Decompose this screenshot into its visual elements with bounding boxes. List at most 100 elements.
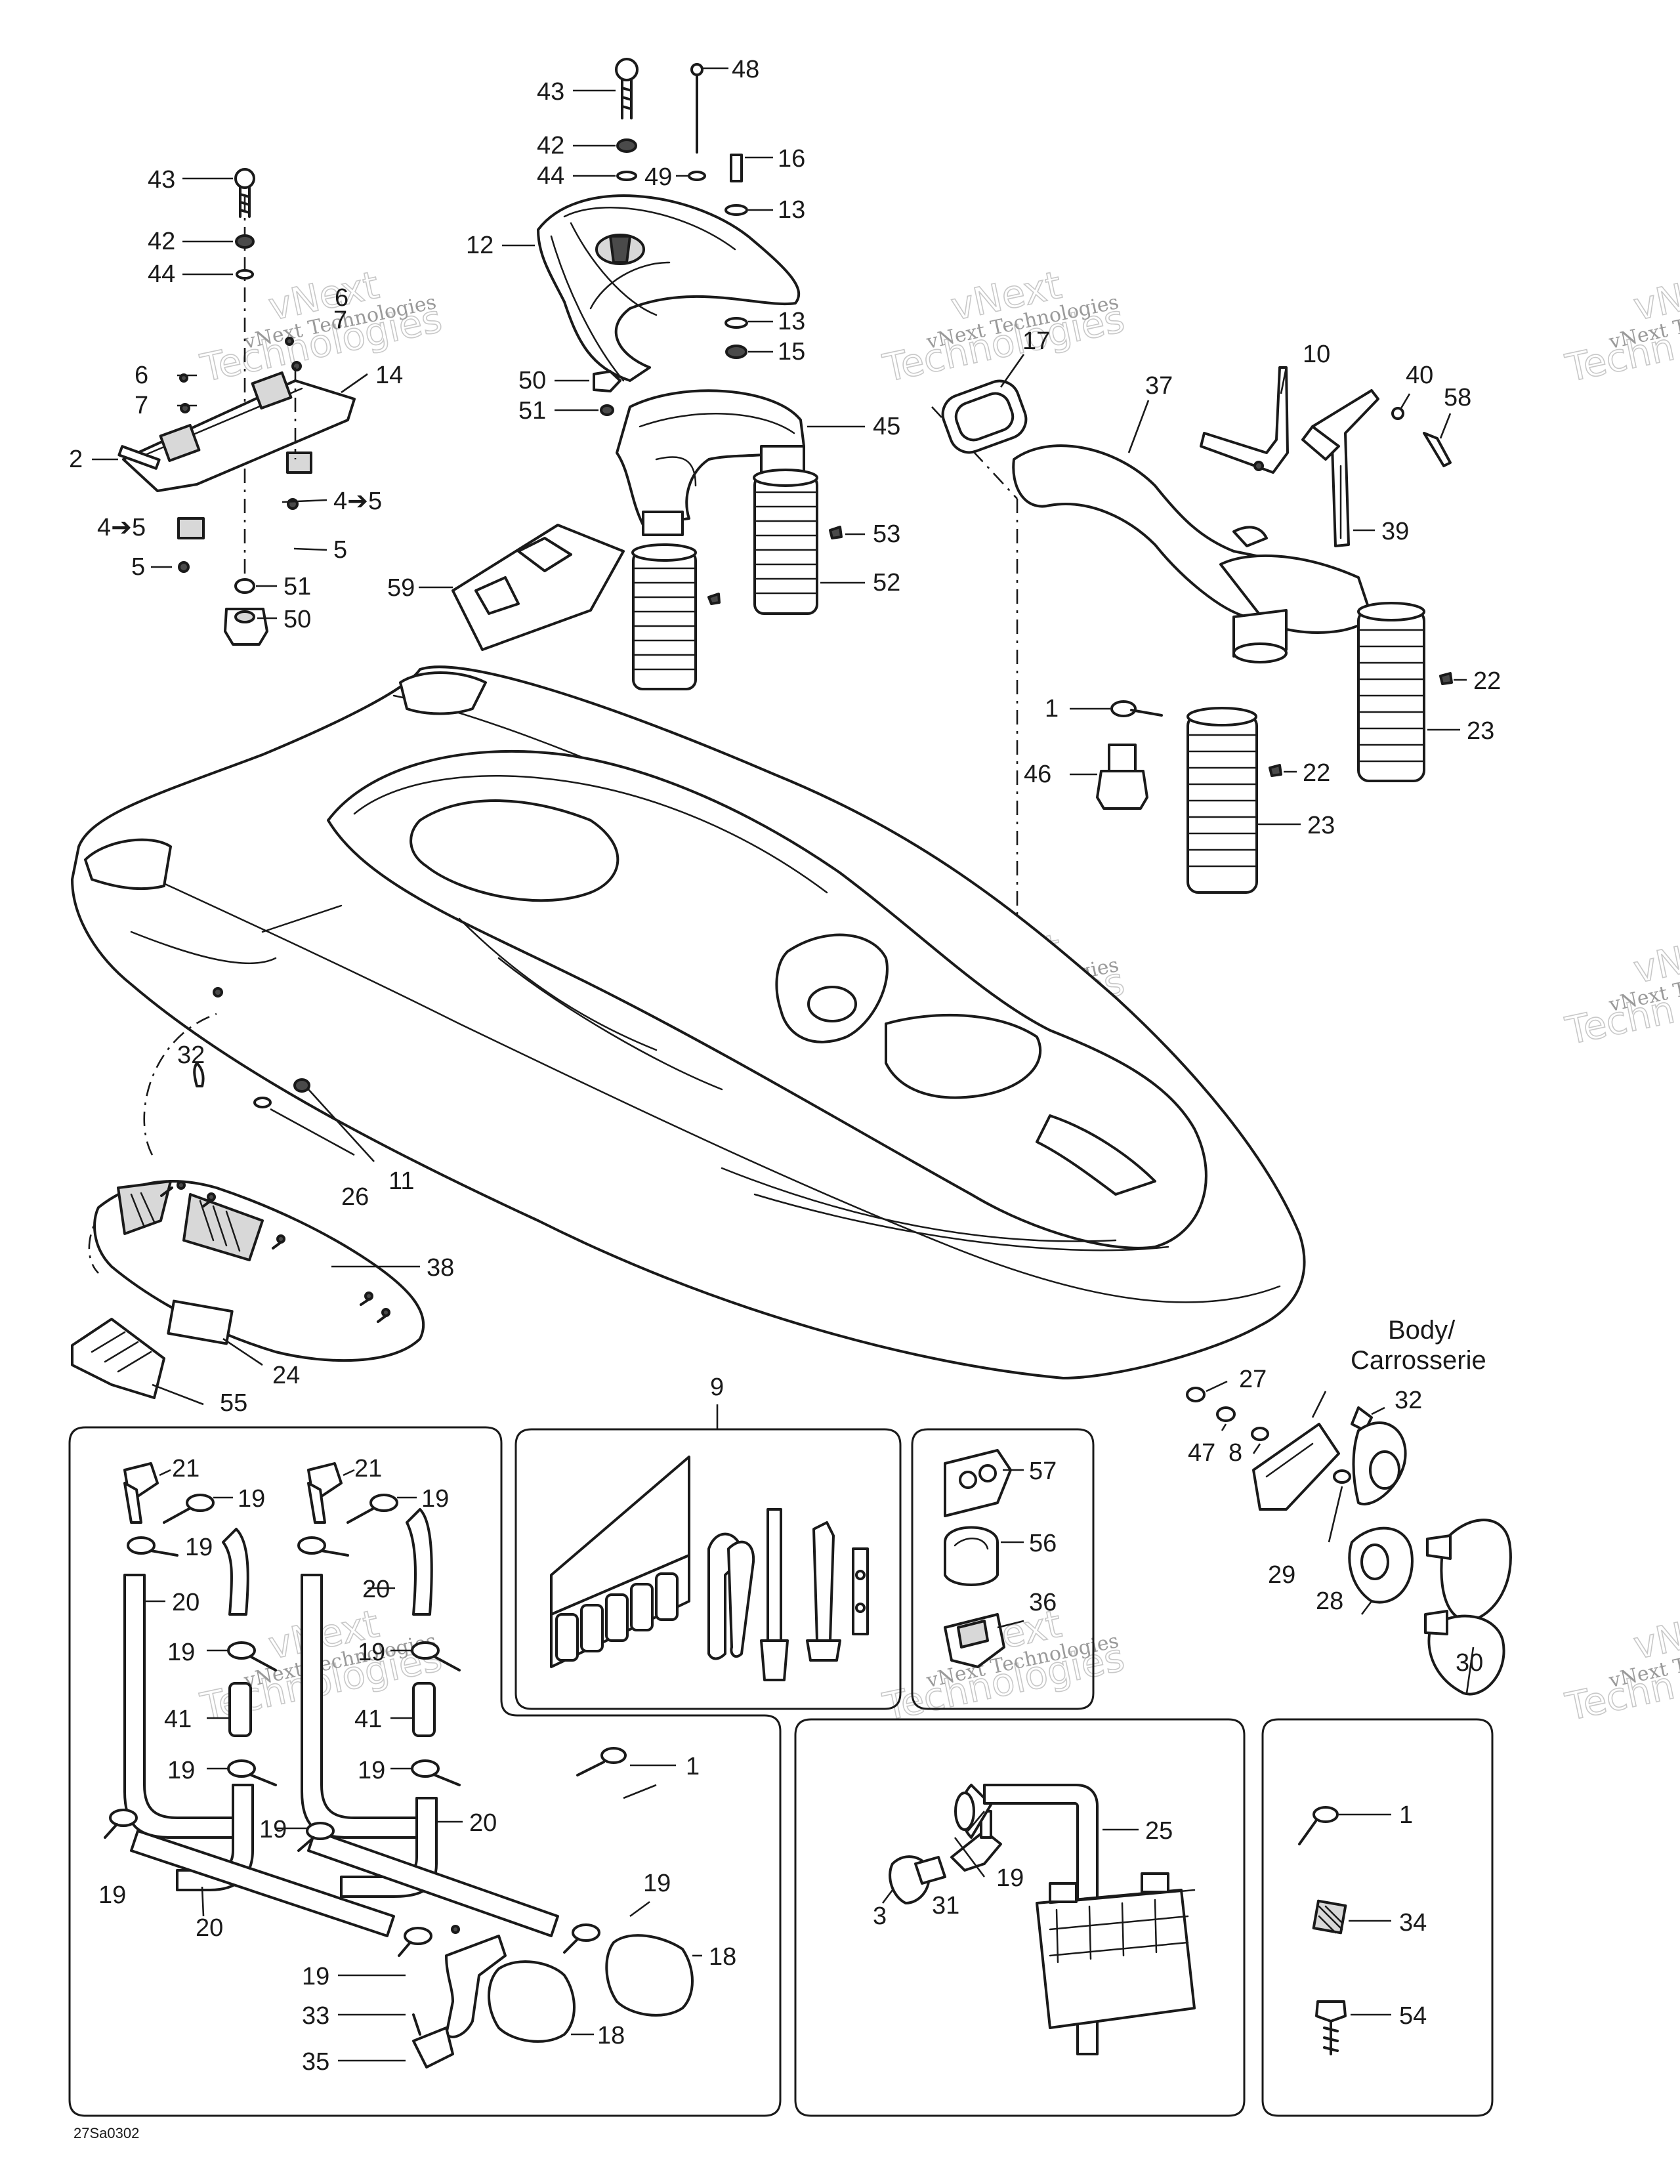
callout-label: 57 bbox=[1029, 1458, 1057, 1485]
callout-label: 19 bbox=[996, 1864, 1024, 1892]
callout-label: 35 bbox=[302, 2048, 329, 2076]
callout-label: 44 bbox=[537, 162, 564, 190]
callout-label: 13 bbox=[778, 196, 805, 224]
body-label-line2: Carrosserie bbox=[1351, 1346, 1486, 1375]
kit-boxes bbox=[68, 1426, 1494, 2117]
callout-label: 42 bbox=[537, 132, 564, 159]
callout-label: 12 bbox=[466, 232, 494, 259]
callout-label: 49 bbox=[644, 163, 672, 191]
steering-support-45 bbox=[616, 389, 805, 536]
callout-label: 34 bbox=[1399, 1909, 1427, 1937]
battery-vent bbox=[889, 1784, 1196, 2055]
bracket-39 bbox=[1301, 389, 1452, 547]
callout-label: 13 bbox=[778, 308, 805, 335]
callout-label: 27 bbox=[1239, 1366, 1267, 1393]
callout-label: 5 bbox=[333, 536, 347, 564]
callout-label: 19 bbox=[167, 1757, 195, 1784]
callout-label: 42 bbox=[148, 228, 175, 255]
callout-label: 22 bbox=[1303, 759, 1330, 787]
callout-label: 18 bbox=[597, 2022, 625, 2049]
fastener-stack-left bbox=[234, 168, 255, 591]
callout-label: 41 bbox=[354, 1706, 382, 1733]
callout-label: 19 bbox=[302, 1963, 329, 1990]
callout-label: 56 bbox=[1029, 1530, 1057, 1557]
callout-label: 54 bbox=[1399, 2002, 1427, 2030]
callout-label: 51 bbox=[518, 397, 546, 425]
callout-label: 19 bbox=[643, 1870, 671, 1897]
callout-label: 52 bbox=[873, 569, 900, 597]
callout-label: 17 bbox=[1022, 327, 1050, 355]
callout-label: 32 bbox=[177, 1041, 205, 1069]
callout-label: 48 bbox=[732, 56, 759, 83]
callout-label: 29 bbox=[1268, 1561, 1295, 1589]
callout-label: 38 bbox=[427, 1254, 454, 1282]
bolt-head-icon bbox=[234, 168, 255, 189]
hull bbox=[71, 665, 1306, 1379]
callout-label: 1 bbox=[1045, 695, 1059, 723]
mirror-assembly bbox=[1186, 1387, 1512, 1696]
callouts: 43 42 44 6 7 6 7 14 2 4➔5 5 4➔5 5 51 50 … bbox=[69, 56, 1501, 2141]
callout-label: 5 bbox=[131, 553, 145, 581]
callout-label: 1 bbox=[1399, 1801, 1413, 1829]
callout-label: 30 bbox=[1456, 1649, 1483, 1677]
bracket-10 bbox=[1200, 366, 1289, 474]
callout-label: 45 bbox=[873, 413, 900, 440]
callout-label: 40 bbox=[1406, 362, 1433, 389]
callout-label: 47 bbox=[1188, 1439, 1215, 1467]
watermark: vNext Technologies vNext Technologies bbox=[879, 262, 1129, 391]
callout-label: 15 bbox=[778, 338, 805, 366]
callout-label: 3 bbox=[873, 1902, 887, 1930]
callout-label: 19 bbox=[358, 1757, 385, 1784]
callout-label: 6 bbox=[135, 362, 148, 389]
leader-lines bbox=[92, 67, 1475, 2062]
decal-24 bbox=[167, 1299, 234, 1345]
body-label-line1: Body/ bbox=[1388, 1316, 1456, 1345]
watermark-edge: vNext Techn vNext Te bbox=[1561, 925, 1680, 1054]
callout-label: 46 bbox=[1024, 761, 1051, 788]
callout-label: 19 bbox=[421, 1485, 449, 1513]
callout-label: 19 bbox=[358, 1639, 385, 1666]
callout-label: 44 bbox=[148, 261, 175, 288]
callout-label: 19 bbox=[238, 1485, 265, 1513]
fitting-46 bbox=[1096, 744, 1148, 810]
tool-kit bbox=[550, 1456, 869, 1681]
callout-label: 20 bbox=[196, 1914, 223, 1942]
callout-label: 23 bbox=[1467, 717, 1494, 745]
callout-label: 25 bbox=[1145, 1817, 1173, 1845]
callout-label: 20 bbox=[172, 1589, 200, 1616]
callout-label: 2 bbox=[69, 446, 83, 473]
callout-label: 31 bbox=[932, 1892, 959, 1920]
watermark-edge: vNext Techn vNext Te bbox=[1561, 262, 1680, 391]
callout-label: 9 bbox=[710, 1374, 724, 1401]
fastener-stack-center bbox=[615, 58, 748, 359]
callout-label: 14 bbox=[375, 362, 403, 389]
clip-kit-box bbox=[911, 1428, 1095, 1710]
bracket-14 bbox=[117, 337, 356, 573]
bellows-23-left bbox=[1186, 707, 1282, 894]
callout-label: 4➔5 bbox=[333, 488, 382, 515]
nut-50-51-center bbox=[593, 370, 621, 416]
callout-label: 53 bbox=[873, 520, 900, 548]
callout-label: 22 bbox=[1473, 667, 1501, 695]
fuel-line-kit-box bbox=[68, 1426, 782, 2117]
vent-55 bbox=[71, 1318, 165, 1399]
callout-label: 55 bbox=[220, 1389, 247, 1417]
drawing-code: 27Sa0302 bbox=[74, 2125, 139, 2141]
washer-icon bbox=[236, 269, 254, 280]
callout-label: 50 bbox=[518, 367, 546, 394]
callout-label: 18 bbox=[709, 1943, 736, 1971]
bellows-center-left bbox=[631, 526, 843, 690]
callout-label: 20 bbox=[469, 1809, 497, 1837]
callout-label: 8 bbox=[1228, 1439, 1242, 1467]
fuel-line-kit bbox=[104, 1462, 694, 2068]
callout-label: 26 bbox=[341, 1183, 369, 1211]
callout-label: 24 bbox=[272, 1362, 300, 1389]
callout-label: 1 bbox=[686, 1753, 700, 1780]
clip-kit bbox=[944, 1449, 1012, 1668]
callout-label: 23 bbox=[1307, 812, 1335, 839]
side-panel-38 bbox=[88, 1013, 425, 1362]
clamp-1-fuel bbox=[576, 1747, 627, 1776]
callout-label: 50 bbox=[284, 606, 311, 633]
callout-label: 19 bbox=[167, 1639, 195, 1666]
